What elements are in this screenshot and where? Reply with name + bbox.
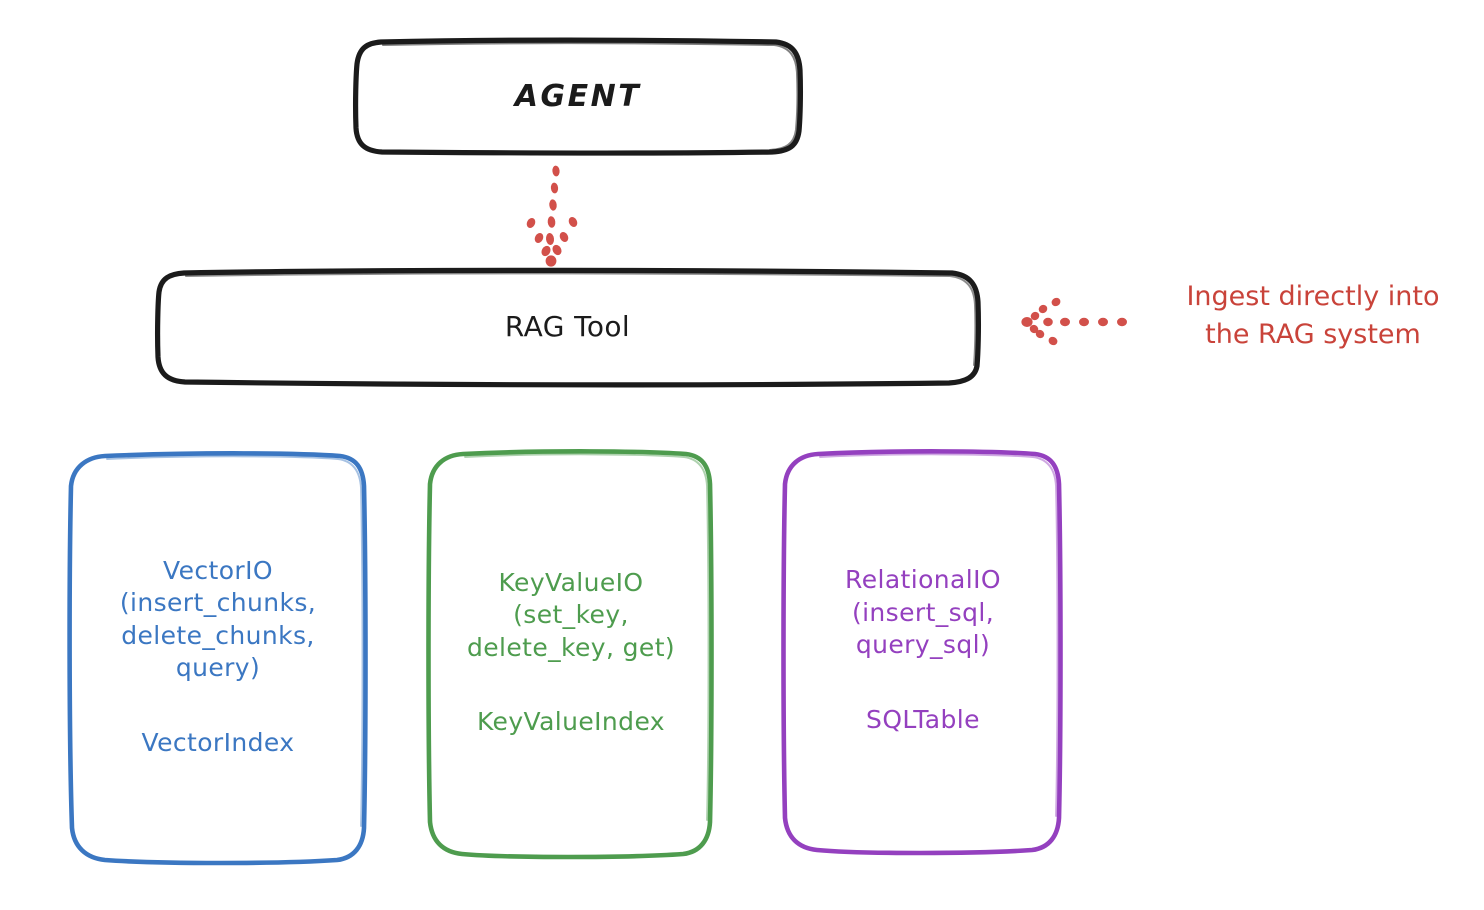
- key-value-io-api-label: KeyValueIO (set_key, delete_key, get): [466, 567, 676, 662]
- agent-to-rag-tool-connector: [526, 165, 578, 267]
- key-value-io-node-label: KeyValueIO (set_key, delete_key, get) Ke…: [432, 450, 710, 855]
- relational-io-node-label: RelationalIO (insert_sql, query_sql) SQL…: [787, 450, 1059, 850]
- ingest-arrow-connector: [1021, 297, 1127, 346]
- vector-io-index-label: VectorIndex: [141, 727, 295, 757]
- agent-node-label: AGENT: [514, 79, 642, 114]
- relational-io-api-label: RelationalIO (insert_sql, query_sql): [845, 565, 1001, 659]
- key-value-io-index-label: KeyValueIndex: [476, 707, 665, 736]
- vector-io-api-label: VectorIO (insert_chunks, delete_chunks, …: [119, 555, 317, 683]
- relational-io-index-label: SQLTable: [866, 704, 980, 734]
- ingest-annotation-label: Ingest directly into the RAG system: [1186, 281, 1440, 351]
- vector-io-node-label: VectorIO (insert_chunks, delete_chunks, …: [72, 452, 364, 862]
- rag-tool-node-label: RAG Tool: [504, 309, 631, 343]
